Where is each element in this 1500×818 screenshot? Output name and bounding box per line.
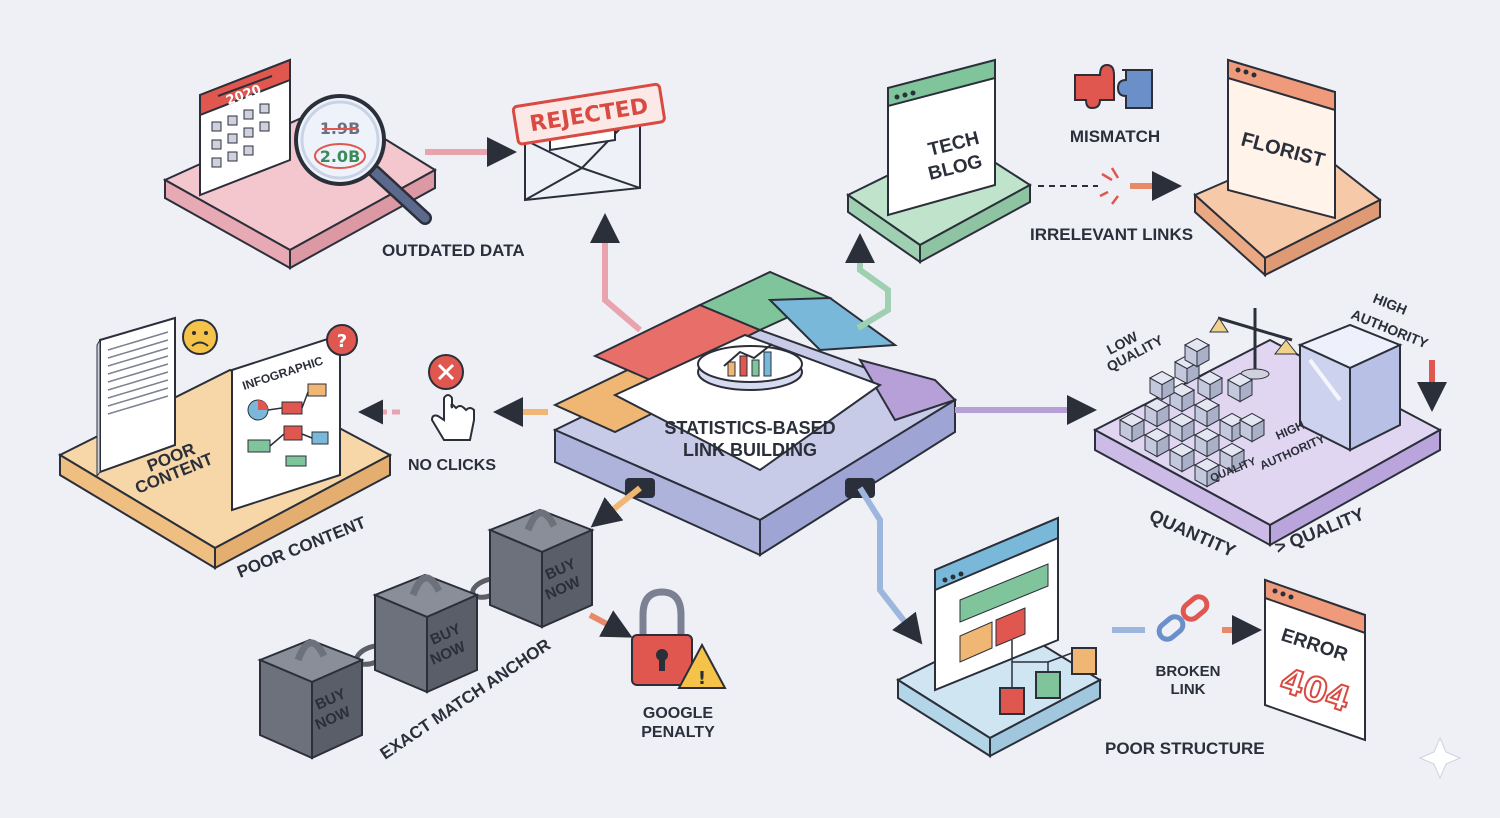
small-cube bbox=[1148, 370, 1176, 401]
small-cube bbox=[1168, 442, 1196, 473]
irrelevant-links-panel: TECH BLOG MISMATCH FLORIST IRRELEVANT LI… bbox=[846, 58, 1382, 278]
svg-text:?: ? bbox=[337, 331, 347, 352]
buy-now-block-1: BUY NOW bbox=[257, 638, 365, 760]
break-spark bbox=[1099, 167, 1120, 205]
calendar-icon: 2020 bbox=[199, 58, 291, 197]
penalty-label-line2: PENALTY bbox=[641, 724, 715, 741]
rejected-envelope: REJECTED bbox=[511, 82, 666, 202]
error-404-window: ERROR 404 bbox=[1264, 578, 1366, 742]
small-cube bbox=[1183, 337, 1211, 368]
puzzle-icon bbox=[1074, 63, 1153, 110]
site-window bbox=[934, 516, 1059, 692]
question-icon: ? bbox=[326, 324, 358, 356]
sad-face-icon bbox=[182, 319, 218, 355]
small-cube bbox=[1196, 370, 1224, 401]
tech-blog-window: TECH BLOG bbox=[887, 58, 996, 217]
buy-now-block-2: BUY NOW bbox=[372, 573, 480, 694]
florist-panel: FLORIST bbox=[1193, 58, 1382, 278]
mismatch-label: MISMATCH bbox=[1070, 127, 1160, 146]
arrow-hub-to-irrelevant bbox=[845, 233, 891, 331]
svg-text:!: ! bbox=[698, 668, 706, 689]
magnifier-icon: 1.9B 2.0B bbox=[294, 94, 432, 225]
arrow-hub-to-rejected bbox=[590, 213, 642, 333]
buy-now-block-3: BUY NOW bbox=[487, 508, 595, 629]
node-red bbox=[999, 687, 1025, 715]
center-title-line1: STATISTICS-BASED bbox=[664, 418, 835, 438]
outdated-data-label: OUTDATED DATA bbox=[382, 241, 525, 260]
arrow-anchor-to-penalty bbox=[588, 610, 633, 638]
broken-link-group: BROKEN LINK bbox=[1112, 594, 1262, 698]
small-cube bbox=[1218, 442, 1246, 473]
padlock-icon bbox=[631, 588, 693, 686]
cube-pile bbox=[1118, 337, 1266, 488]
center-hub: STATISTICS-BASED LINK BUILDING bbox=[552, 270, 958, 557]
small-cube bbox=[1226, 372, 1254, 403]
node-orange bbox=[1071, 647, 1097, 675]
irrelevant-links-label: IRRELEVANT LINKS bbox=[1030, 225, 1193, 244]
authority-cube bbox=[1297, 323, 1403, 452]
no-clicks-label: NO CLICKS bbox=[408, 457, 496, 474]
small-cube bbox=[1193, 427, 1221, 458]
small-cube bbox=[1143, 397, 1171, 428]
small-cube bbox=[1238, 412, 1266, 443]
warning-icon: ! bbox=[677, 642, 727, 689]
small-cube bbox=[1143, 427, 1171, 458]
small-cube bbox=[1193, 397, 1221, 428]
quantity-quality-panel: LOW QUALITY HIGH AUTHORITY QUALITY HIGH … bbox=[1092, 290, 1447, 561]
sparkle-icon bbox=[1418, 736, 1462, 780]
no-clicks-group: NO CLICKS bbox=[408, 354, 496, 474]
penalty-label-line1: GOOGLE bbox=[643, 705, 714, 722]
small-cube bbox=[1168, 382, 1196, 413]
center-title-line2: LINK BUILDING bbox=[683, 440, 817, 460]
small-cube bbox=[1193, 457, 1221, 488]
node-green bbox=[1035, 671, 1061, 699]
infographic-card: INFOGRAPHIC bbox=[231, 333, 341, 512]
broken-chain-icon bbox=[1156, 594, 1210, 642]
poor-content-panel: POOR CONTENT INFOGRAPHIC ? POOR CONTENT bbox=[57, 316, 393, 582]
broken-link-line2: LINK bbox=[1171, 681, 1206, 698]
broken-link-line1: BROKEN bbox=[1155, 663, 1220, 680]
new-value: 2.0B bbox=[320, 147, 361, 166]
penalty-group: ! GOOGLE PENALTY bbox=[631, 588, 727, 741]
poor-structure-label: POOR STRUCTURE bbox=[1105, 739, 1265, 758]
hand-cursor-icon bbox=[430, 394, 475, 441]
scale-icon bbox=[1209, 308, 1299, 380]
small-cube bbox=[1118, 412, 1146, 443]
poor-structure-panel: POOR STRUCTURE bbox=[895, 516, 1265, 758]
arrow-hub-to-anchor bbox=[590, 485, 642, 528]
outdated-data-panel: 2020 1.9B 2.0B OUTDATED DATA bbox=[162, 58, 525, 270]
small-cube bbox=[1168, 412, 1196, 443]
arrow-hub-to-structure bbox=[857, 486, 923, 645]
